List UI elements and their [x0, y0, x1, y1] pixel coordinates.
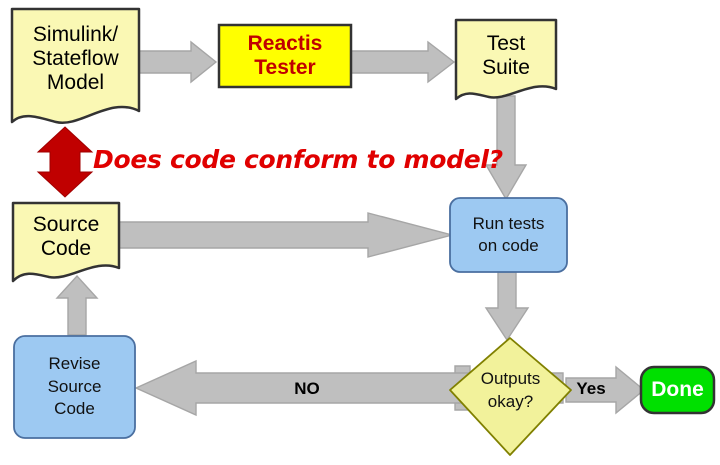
node-source[interactable] — [11, 201, 121, 283]
edge-run-to-decision — [484, 271, 530, 342]
edge-label-no: NO — [294, 379, 320, 398]
edge-suite-to-run — [484, 95, 528, 201]
node-revise[interactable] — [13, 335, 136, 439]
conformance-question-annotation: Does code conform to model? — [93, 145, 503, 174]
node-suite[interactable] — [454, 18, 558, 101]
node-model[interactable] — [10, 7, 141, 125]
edge-tester-to-suite — [350, 40, 456, 84]
node-tester[interactable] — [217, 23, 353, 89]
edge-source-to-run — [117, 212, 455, 258]
edge-label-yes: Yes — [576, 379, 606, 398]
node-done[interactable] — [639, 365, 716, 415]
node-run[interactable] — [449, 197, 568, 273]
node-decision[interactable] — [449, 337, 572, 456]
edge-revise-to-source — [55, 274, 99, 336]
edge-model-source-conformance — [36, 126, 94, 198]
edge-model-to-tester — [138, 40, 218, 84]
edge-decision-to-done — [565, 365, 646, 415]
